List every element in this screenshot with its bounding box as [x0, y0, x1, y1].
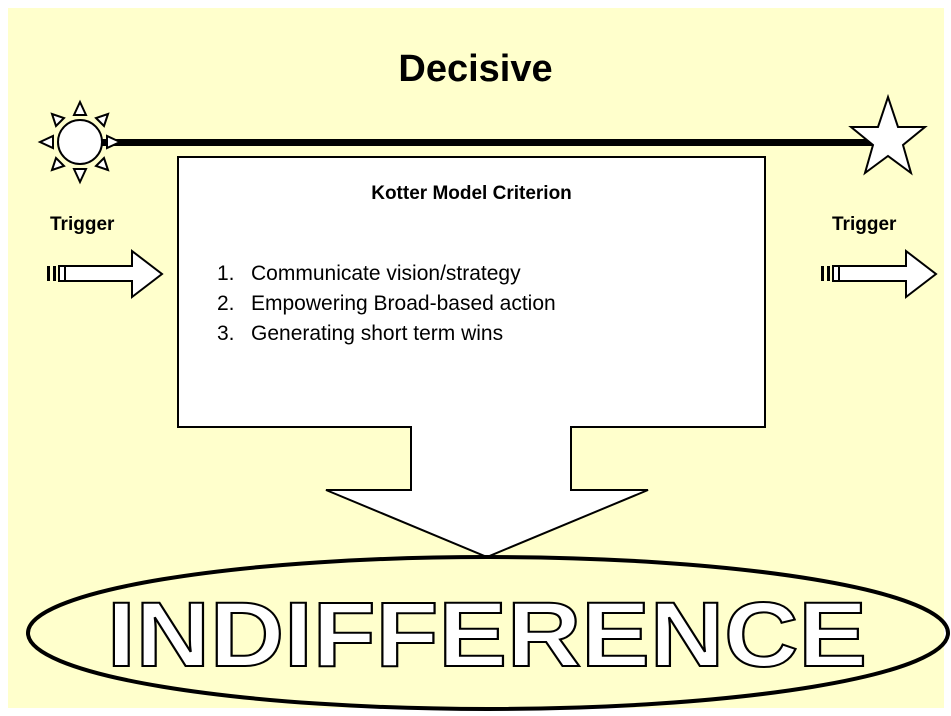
- trigger-label-left: Trigger: [50, 214, 115, 235]
- list-item-number: 1.: [217, 262, 235, 285]
- trigger-arrow-right: [821, 248, 938, 300]
- star-icon: [848, 93, 928, 176]
- list-item: 1. Communicate vision/strategy: [217, 259, 556, 289]
- criterion-list: 1. Communicate vision/strategy 2. Empoweri…: [217, 259, 556, 349]
- list-item-text: Generating short term wins: [251, 322, 504, 345]
- list-item-text: Communicate vision/strategy: [251, 262, 521, 285]
- sun-icon: [37, 99, 123, 185]
- list-item: 3. Generating short term wins: [217, 319, 556, 349]
- page-title: Decisive: [398, 48, 553, 90]
- trigger-arrow-left: [47, 248, 164, 300]
- list-item-number: 2.: [217, 292, 235, 315]
- criterion-callout-box: [177, 156, 766, 559]
- trigger-label-right: Trigger: [832, 214, 897, 235]
- box-title: Kotter Model Criterion: [371, 183, 572, 204]
- list-item-number: 3.: [217, 322, 235, 345]
- outcome-text: INDIFFERENCE: [107, 584, 867, 686]
- list-item-text: Empowering Broad-based action: [251, 292, 556, 315]
- timeline-bar: [95, 139, 875, 146]
- outcome-ellipse: [26, 555, 950, 711]
- list-item: 2. Empowering Broad-based action: [217, 289, 556, 319]
